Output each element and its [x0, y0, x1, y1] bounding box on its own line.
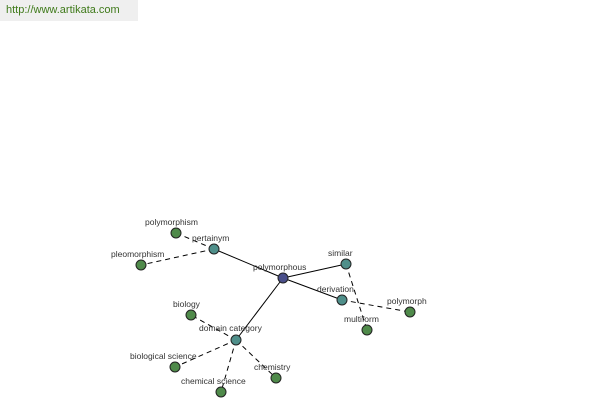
label-biology[interactable]: biology: [173, 299, 201, 309]
label-pleomorphism[interactable]: pleomorphism: [111, 249, 164, 259]
node-chemical-science[interactable]: [215, 386, 227, 398]
edge-derivation-polymorph: [341, 299, 411, 313]
label-multiform[interactable]: multiform: [344, 314, 379, 324]
node-polymorphism[interactable]: [170, 227, 182, 239]
label-polymorphous[interactable]: polymorphous: [253, 262, 306, 272]
edge-polymorphous-derivation: [282, 277, 343, 301]
node-domain-category[interactable]: [230, 334, 242, 346]
label-similar[interactable]: similar: [328, 248, 353, 258]
edge-domain-biological-science: [174, 339, 237, 368]
node-pleomorphism[interactable]: [135, 259, 147, 271]
edge-domain-chemistry: [235, 339, 277, 379]
graph-edges: [140, 232, 411, 393]
label-pertainym[interactable]: pertainym: [192, 233, 229, 243]
label-chemistry[interactable]: chemistry: [254, 362, 291, 372]
edge-pertainym-pleomorphism: [140, 248, 215, 266]
edge-similar-multiform: [345, 263, 368, 331]
edge-domain-chemical-science: [220, 339, 237, 393]
node-polymorphous[interactable]: [277, 272, 289, 284]
label-derivation[interactable]: derivation: [317, 284, 354, 294]
node-multiform[interactable]: [361, 324, 373, 336]
graph-nodes: [135, 227, 416, 398]
edge-polymorphous-similar: [282, 263, 347, 279]
node-polymorph[interactable]: [404, 306, 416, 318]
label-polymorph[interactable]: polymorph: [387, 296, 427, 306]
label-polymorphism[interactable]: polymorphism: [145, 217, 198, 227]
node-similar[interactable]: [340, 258, 352, 270]
site-url-link[interactable]: http://www.artikata.com: [0, 0, 138, 21]
node-derivation[interactable]: [336, 294, 348, 306]
node-biology[interactable]: [185, 309, 197, 321]
edge-polymorphous-domain-category: [235, 277, 284, 341]
node-biological-science[interactable]: [169, 361, 181, 373]
node-chemistry[interactable]: [270, 372, 282, 384]
label-domain-category[interactable]: domain category: [199, 323, 263, 333]
label-biological-science[interactable]: biological science: [130, 351, 197, 361]
label-chemical-science[interactable]: chemical science: [181, 376, 246, 386]
edge-pertainym-polymorphism: [175, 232, 215, 250]
node-pertainym[interactable]: [208, 243, 220, 255]
edge-polymorphous-pertainym: [213, 248, 284, 279]
graph-labels: polymorphous pertainym similar derivatio…: [111, 217, 427, 386]
